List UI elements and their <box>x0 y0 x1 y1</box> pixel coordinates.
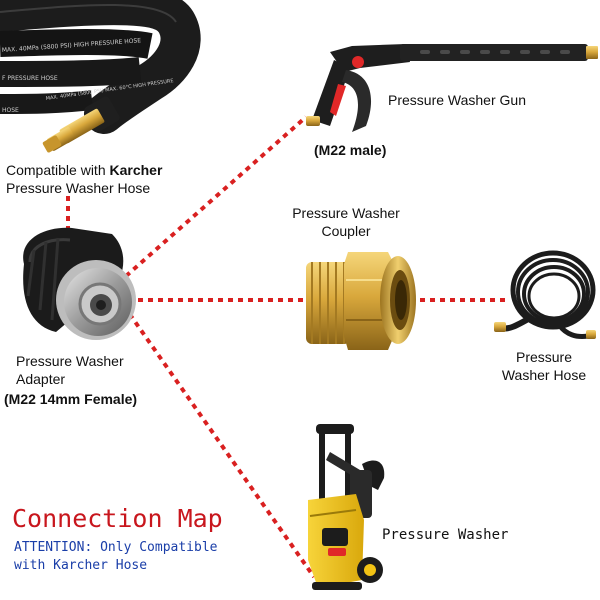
attention-line1: ATTENTION: Only Compatible <box>14 540 218 555</box>
adapter-label-line2: Adapter <box>16 371 65 387</box>
hose-label-brand: Karcher <box>110 162 163 178</box>
gun-spec: (M22 male) <box>314 142 386 158</box>
connector-adapter-to-washer <box>122 304 316 579</box>
connector-adapter-to-gun <box>124 115 308 278</box>
hose-label-prefix: Compatible with <box>6 162 110 178</box>
adapter-spec: (M22 14mm Female) <box>4 391 137 407</box>
adapter-label-line1: Pressure Washer <box>16 353 124 369</box>
adapter-icon <box>23 227 136 340</box>
pressure-washer-icon <box>308 424 385 590</box>
washer-label: Pressure Washer <box>382 527 508 543</box>
hose-label-line1-prefix: Compatible with Karcher <box>6 162 163 178</box>
hose-label-line2: Pressure Washer Hose <box>6 180 150 196</box>
gun-label: Pressure Washer Gun <box>388 92 526 108</box>
hose-print-d: HOSE <box>2 107 19 114</box>
hose-coil-icon: MAX. 40MPa (5800 PSI) HIGH PRESSURE HOSE… <box>0 0 201 153</box>
coupler-icon <box>306 252 416 350</box>
coupler-label-line1: Pressure Washer <box>292 205 400 221</box>
hose-print-b: F PRESSURE HOSE <box>2 75 58 82</box>
washer-hose-label-line2: Washer Hose <box>502 367 587 383</box>
coupler-label-line2: Coupler <box>321 223 370 239</box>
attention-line2: with Karcher Hose <box>14 558 147 573</box>
washer-hose-label-line1: Pressure <box>516 349 572 365</box>
washer-hose-icon <box>494 250 596 339</box>
map-title: Connection Map <box>12 504 223 533</box>
spray-gun-icon <box>306 44 598 132</box>
